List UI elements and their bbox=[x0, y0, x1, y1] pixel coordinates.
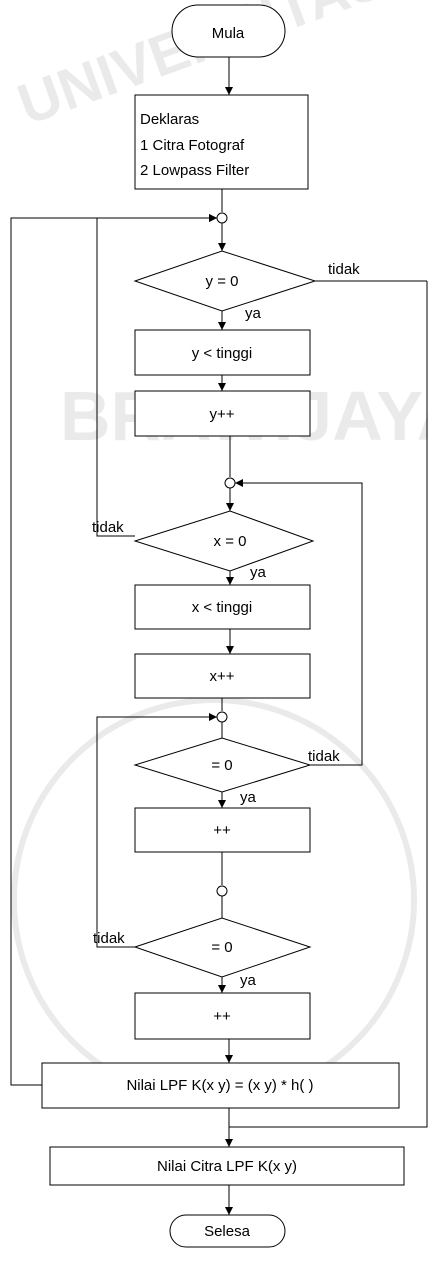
loop-back-arrow bbox=[10, 214, 217, 1086]
process-j-inc bbox=[134, 992, 311, 1040]
end-label: Selesa bbox=[204, 1223, 251, 1240]
decision-y-label: y = 0 bbox=[206, 273, 239, 290]
end-terminal bbox=[169, 1214, 286, 1248]
yes-label: ya bbox=[240, 972, 257, 989]
decision-x-label: x = 0 bbox=[214, 533, 247, 550]
process-i-inc bbox=[134, 807, 311, 853]
process-j-inc-label: ++ bbox=[213, 1008, 231, 1025]
loop-back-arrow bbox=[96, 713, 217, 948]
start-label: Mula bbox=[212, 25, 245, 42]
decision-j-label: = 0 bbox=[211, 939, 232, 956]
process-x-inc-label: x++ bbox=[209, 668, 234, 685]
process-lpf-label: Nilai LPF K(x y) = (x y) * h( ) bbox=[126, 1077, 313, 1094]
decision-i-label: = 0 bbox=[211, 757, 232, 774]
no-label: tidak bbox=[308, 748, 340, 765]
merge-node bbox=[224, 477, 236, 489]
no-label: tidak bbox=[328, 261, 360, 278]
merge-node bbox=[216, 711, 228, 723]
declaration-item-2: 2 Lowpass Filter bbox=[140, 162, 249, 179]
process-i-inc-label: ++ bbox=[213, 822, 231, 839]
process-x-lt bbox=[134, 584, 311, 630]
merge-node bbox=[216, 885, 228, 897]
process-x-lt-label: x < tinggi bbox=[192, 599, 252, 616]
declaration-title: Deklaras bbox=[140, 111, 199, 128]
decision-j-init bbox=[133, 917, 312, 978]
no-label: tidak bbox=[92, 519, 124, 536]
no-label: tidak bbox=[93, 930, 125, 947]
process-lpf bbox=[41, 1062, 400, 1109]
process-y-inc bbox=[134, 390, 311, 437]
yes-label: ya bbox=[240, 789, 257, 806]
merge-node bbox=[216, 212, 228, 224]
process-y-inc-label: y++ bbox=[209, 406, 234, 423]
decision-x-init bbox=[133, 510, 315, 572]
process-y-lt-label: y < tinggi bbox=[192, 345, 252, 362]
process-x-inc bbox=[134, 653, 311, 699]
process-output-label: Nilai Citra LPF K(x y) bbox=[157, 1158, 297, 1175]
loop-back-arrow bbox=[235, 479, 363, 766]
yes-label: ya bbox=[245, 305, 262, 322]
process-y-lt bbox=[134, 329, 311, 376]
declaration-item-1: 1 Citra Fotograf bbox=[140, 137, 245, 154]
connector-line bbox=[228, 1093, 428, 1147]
declaration-box bbox=[134, 94, 309, 190]
yes-label: ya bbox=[250, 564, 267, 581]
process-output bbox=[49, 1146, 405, 1186]
